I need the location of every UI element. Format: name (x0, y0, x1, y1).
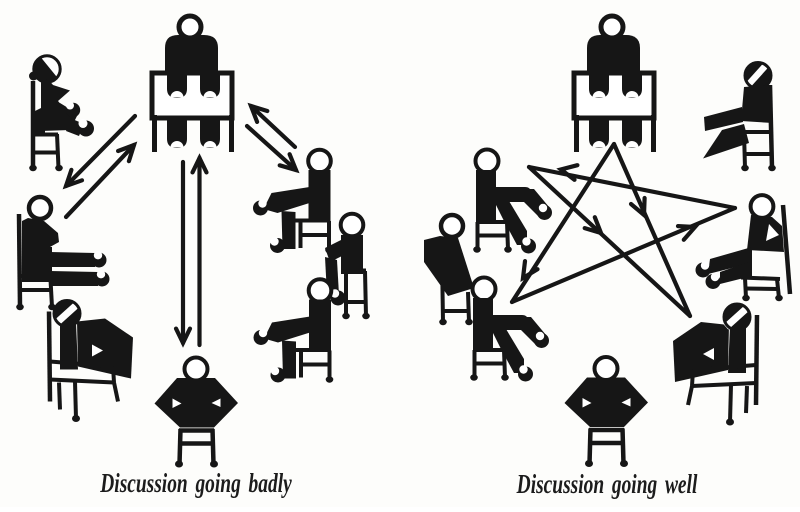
svg-text:Discussion going well: Discussion going well (516, 470, 698, 500)
svg-text:Discussion going badly: Discussion going badly (99, 469, 292, 499)
